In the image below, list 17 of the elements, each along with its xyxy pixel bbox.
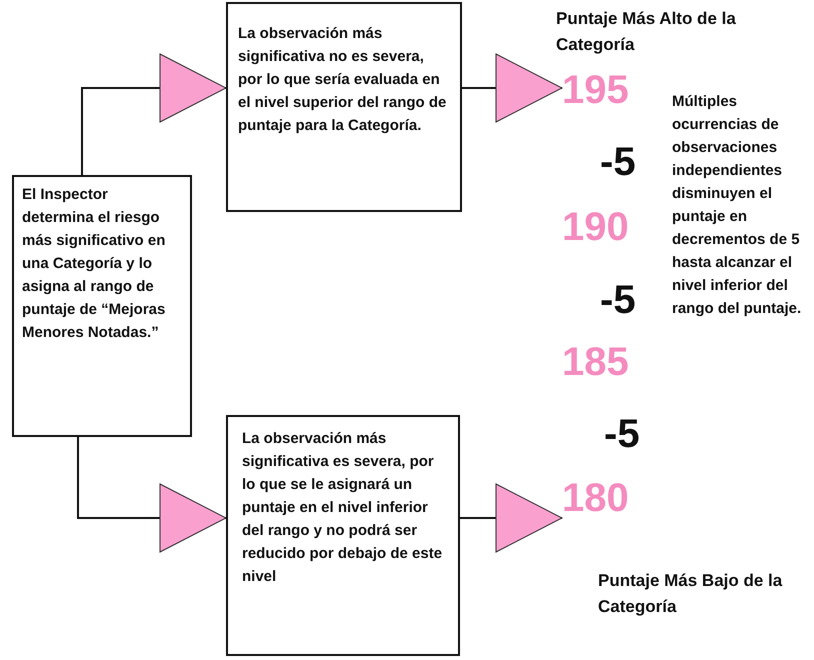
note-text: Múltiples ocurrencias de observaciones independientes disminuyen el puntaje en decrementos de 5 hasta alcanzar el nivel inferior del rango del puntaje.	[672, 92, 802, 319]
score-value: 185	[562, 340, 629, 384]
score-value: 180	[562, 476, 629, 520]
arrow	[77, 437, 226, 552]
score-value: 190	[562, 205, 629, 249]
text-box: El Inspector determina el riesgo más significativo en una Categoría y lo asigna al rango de puntaje de “Mejoras Menores Notadas.”	[12, 175, 192, 437]
arrow	[460, 484, 562, 552]
note-text: Puntaje Más Bajo de la Categoría	[598, 570, 784, 618]
decrement-value: -5	[600, 140, 636, 184]
note-text: Puntaje Más Alto de la Categoría	[556, 8, 737, 56]
text-box: La observación más significativa no es severa, por lo que sería evaluada en el nivel superior del rango de puntaje para la Categoría.	[226, 2, 462, 212]
text-box: La observación más significativa es severa, por lo que se le asignará un puntaje en el nivel inferior del rango y no podrá ser reducido por debajo de este nivel	[226, 415, 460, 656]
decrement-value: -5	[604, 412, 640, 456]
arrow	[81, 54, 226, 175]
score-value: 195	[562, 68, 629, 112]
arrow	[462, 54, 562, 122]
decrement-value: -5	[600, 278, 636, 322]
